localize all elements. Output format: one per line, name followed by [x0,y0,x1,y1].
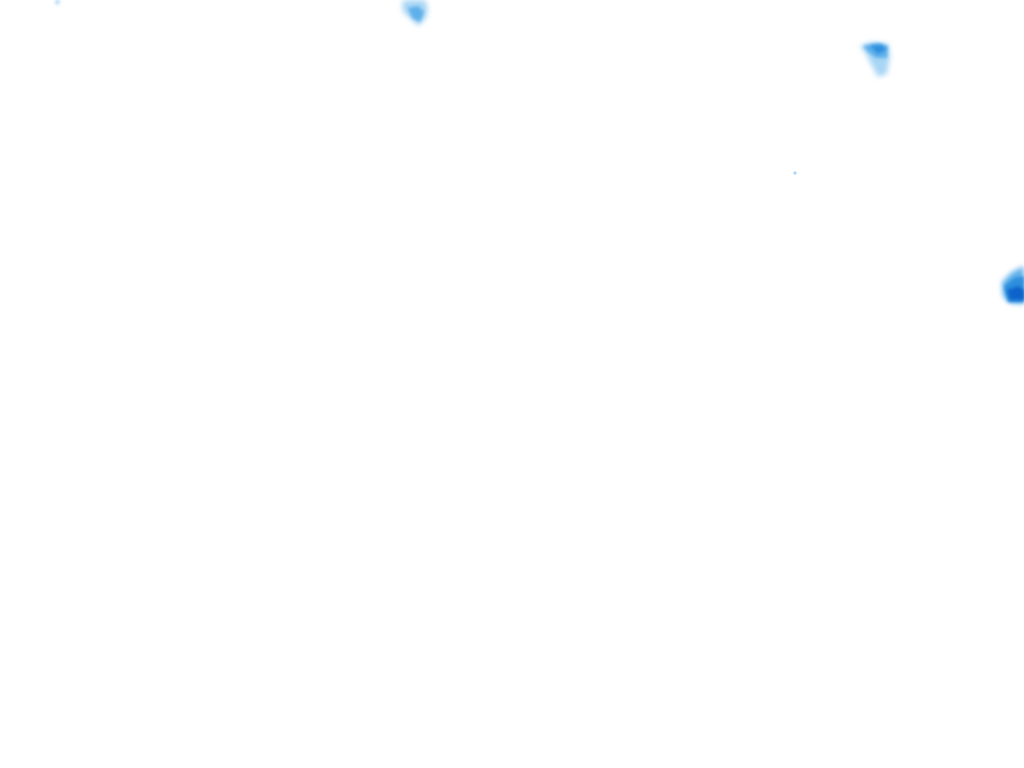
weather-radar-map[interactable] [0,0,1024,768]
map-background [0,0,1024,768]
